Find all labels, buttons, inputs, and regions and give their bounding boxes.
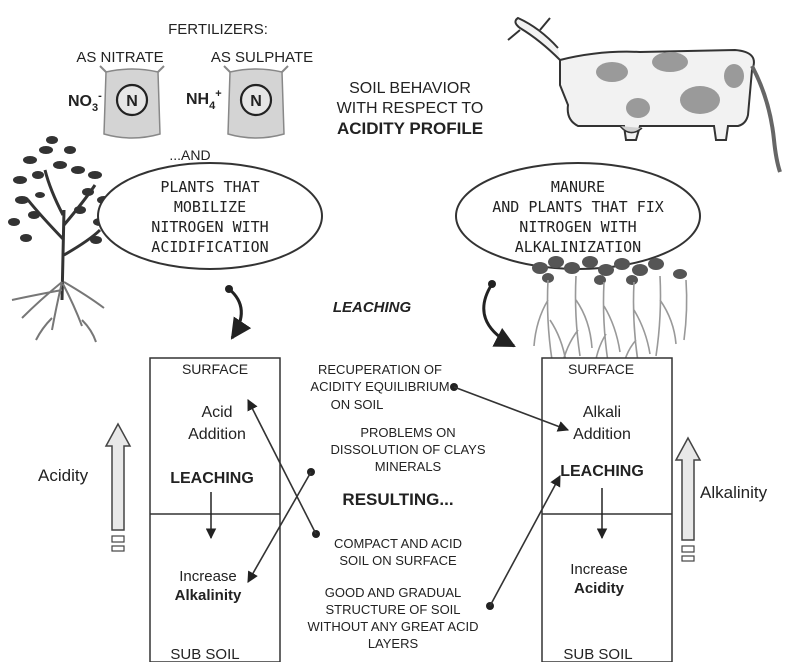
left-surface-label: SURFACE xyxy=(182,361,248,377)
good-connector xyxy=(489,475,561,607)
right-increase-label: Increase xyxy=(570,561,628,578)
tree-with-roots-icon xyxy=(8,136,111,343)
right-curve-arrow xyxy=(482,283,516,348)
left-increase-bold: Alkalinity xyxy=(175,587,242,604)
problems-line-2: DISSOLUTION OF CLAYS xyxy=(330,442,485,457)
title-line-2: WITH RESPECT TO xyxy=(337,100,484,117)
fertilizer-bag-icon xyxy=(99,65,165,139)
right-leaching-label: LEACHING xyxy=(560,463,644,480)
problems-line-3: MINERALS xyxy=(375,459,442,474)
left-bubble-line-2: MOBILIZE xyxy=(174,198,246,216)
nitrate-bag-symbol: N xyxy=(126,93,138,110)
title-line-3: ACIDITY PROFILE xyxy=(337,119,483,138)
sulphate-label: AS SULPHATE xyxy=(211,49,313,66)
alkalinity-side-label: Alkalinity xyxy=(700,483,768,502)
left-bubble-line-1: PLANTS THAT xyxy=(160,178,259,196)
good-line-1: GOOD AND GRADUAL xyxy=(325,585,462,600)
acidity-up-arrow xyxy=(104,422,132,552)
right-bubble-line-2: AND PLANTS THAT FIX xyxy=(492,198,664,216)
and-text: ...AND xyxy=(169,147,210,163)
right-subsoil-label: SUB SOIL xyxy=(563,646,632,662)
right-bubble-line-3: NITROGEN WITH xyxy=(519,218,636,236)
left-soil-column xyxy=(149,357,281,663)
right-bubble-line-4: ALKALINIZATION xyxy=(515,238,641,256)
ammonium-formula: NH4+ xyxy=(186,88,222,112)
recuperation-line-2: ACIDITY EQUILIBRIUM xyxy=(310,379,449,394)
recuperation-connector xyxy=(453,386,570,432)
legume-root-nodules-icon xyxy=(532,256,688,375)
recuperation-line-1: RECUPERATION OF xyxy=(318,362,442,377)
fertilizers-heading: FERTILIZERS: xyxy=(168,21,268,38)
left-addition-line-1: Acid xyxy=(201,404,232,421)
nitrate-label: AS NITRATE xyxy=(76,49,163,66)
resulting-label: RESULTING... xyxy=(342,490,453,509)
fertilizer-bag-icon xyxy=(223,65,289,139)
left-bubble-line-3: NITROGEN WITH xyxy=(151,218,268,236)
right-addition-line-1: Alkali xyxy=(583,404,621,421)
problems-line-1: PROBLEMS ON xyxy=(360,425,455,440)
left-bubble xyxy=(97,162,323,270)
compact-line-1: COMPACT AND ACID xyxy=(334,536,462,551)
left-increase-label: Increase xyxy=(179,568,237,585)
right-addition-line-2: Addition xyxy=(573,426,631,443)
left-curve-arrow xyxy=(228,287,252,340)
recuperation-line-3: ON SOIL xyxy=(331,397,384,412)
nitrate-formula: NO3- xyxy=(68,90,102,114)
left-bubble-line-4: ACIDIFICATION xyxy=(151,238,268,256)
right-increase-bold: Acidity xyxy=(574,580,625,597)
left-leaching-label: LEACHING xyxy=(170,470,254,487)
good-line-3: WITHOUT ANY GREAT ACID xyxy=(308,619,479,634)
compact-connector xyxy=(247,399,317,535)
good-line-2: STRUCTURE OF SOIL xyxy=(325,602,460,617)
alkalinity-up-arrow xyxy=(674,436,702,562)
left-addition-line-2: Addition xyxy=(188,426,246,443)
left-subsoil-label: SUB SOIL xyxy=(170,646,239,662)
good-line-4: LAYERS xyxy=(368,636,419,651)
right-bubble-line-1: MANURE xyxy=(551,178,605,196)
sulphate-bag-symbol: N xyxy=(250,93,262,110)
center-leaching-label: LEACHING xyxy=(333,299,412,316)
cow-icon xyxy=(507,16,782,173)
compact-line-2: SOIL ON SURFACE xyxy=(339,553,457,568)
acidity-side-label: Acidity xyxy=(38,466,89,485)
right-surface-label: SURFACE xyxy=(568,361,634,377)
title-line-1: SOIL BEHAVIOR xyxy=(349,80,471,97)
problems-connector xyxy=(247,471,312,583)
